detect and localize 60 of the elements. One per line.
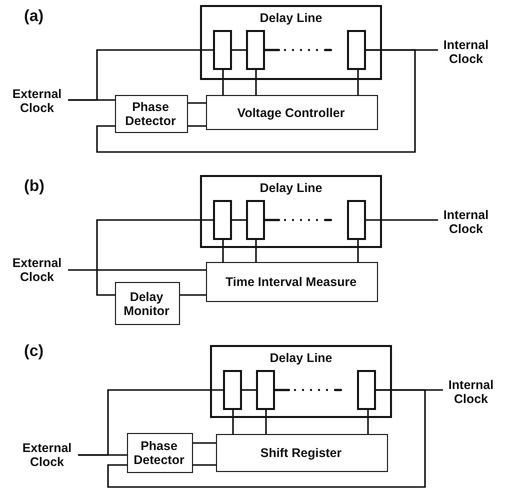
connector bbox=[357, 70, 359, 95]
connector bbox=[193, 442, 216, 444]
connector bbox=[96, 49, 416, 153]
block-label: Voltage Controller bbox=[236, 106, 346, 120]
connector bbox=[78, 454, 127, 456]
connector bbox=[68, 269, 206, 271]
connector bbox=[222, 70, 224, 95]
circuit-block bbox=[115, 95, 188, 133]
connector bbox=[68, 99, 115, 101]
connector bbox=[366, 219, 438, 221]
signal-label: Internal Clock bbox=[447, 378, 495, 406]
panel-label: (b) bbox=[24, 178, 44, 196]
connector bbox=[357, 240, 359, 262]
block-label: Shift Register bbox=[259, 446, 343, 460]
circuit-block bbox=[216, 434, 388, 472]
delay-cell bbox=[256, 370, 275, 410]
delay-cell bbox=[357, 370, 376, 410]
connector bbox=[193, 464, 216, 466]
circuit-block bbox=[115, 282, 180, 325]
connector bbox=[180, 294, 206, 296]
connector bbox=[232, 219, 246, 221]
block-title: Delay Line bbox=[268, 351, 334, 365]
circuit-block bbox=[127, 433, 193, 473]
connector bbox=[96, 219, 213, 296]
connector bbox=[255, 240, 257, 262]
connector bbox=[188, 102, 206, 104]
panel-label: (c) bbox=[24, 343, 44, 361]
signal-label: External Clock bbox=[11, 256, 63, 284]
connector bbox=[232, 49, 246, 51]
delay-cell bbox=[246, 30, 265, 70]
connector bbox=[107, 389, 426, 488]
block-title: Delay Line bbox=[258, 11, 324, 25]
circuit-block bbox=[206, 95, 378, 130]
block-label: Phase Detector bbox=[132, 439, 186, 467]
signal-label: Internal Clock bbox=[442, 38, 490, 66]
delay-cell bbox=[213, 200, 232, 240]
delay-cell bbox=[347, 30, 366, 70]
signal-label: External Clock bbox=[11, 87, 63, 115]
delay-line-block bbox=[210, 345, 392, 418]
delay-line-block bbox=[200, 5, 382, 80]
delay-cell bbox=[246, 200, 265, 240]
connector bbox=[242, 389, 256, 391]
delay-cell bbox=[223, 370, 242, 410]
signal-label: External Clock bbox=[21, 441, 73, 469]
connector bbox=[188, 125, 206, 127]
block-label: Time Interval Measure bbox=[224, 275, 358, 289]
connector bbox=[265, 410, 267, 434]
delay-cell bbox=[347, 200, 366, 240]
connector bbox=[222, 240, 224, 262]
delay-cell bbox=[213, 30, 232, 70]
panel-label: (a) bbox=[24, 8, 44, 26]
connector bbox=[232, 410, 234, 434]
delay-line-block bbox=[200, 175, 382, 248]
signal-label: Internal Clock bbox=[442, 208, 490, 236]
block-title: Delay Line bbox=[258, 181, 324, 195]
connector bbox=[367, 410, 369, 434]
connector bbox=[255, 70, 257, 95]
block-label: Delay Monitor bbox=[122, 290, 170, 318]
circuit-block bbox=[206, 262, 378, 302]
block-label: Phase Detector bbox=[124, 100, 177, 128]
